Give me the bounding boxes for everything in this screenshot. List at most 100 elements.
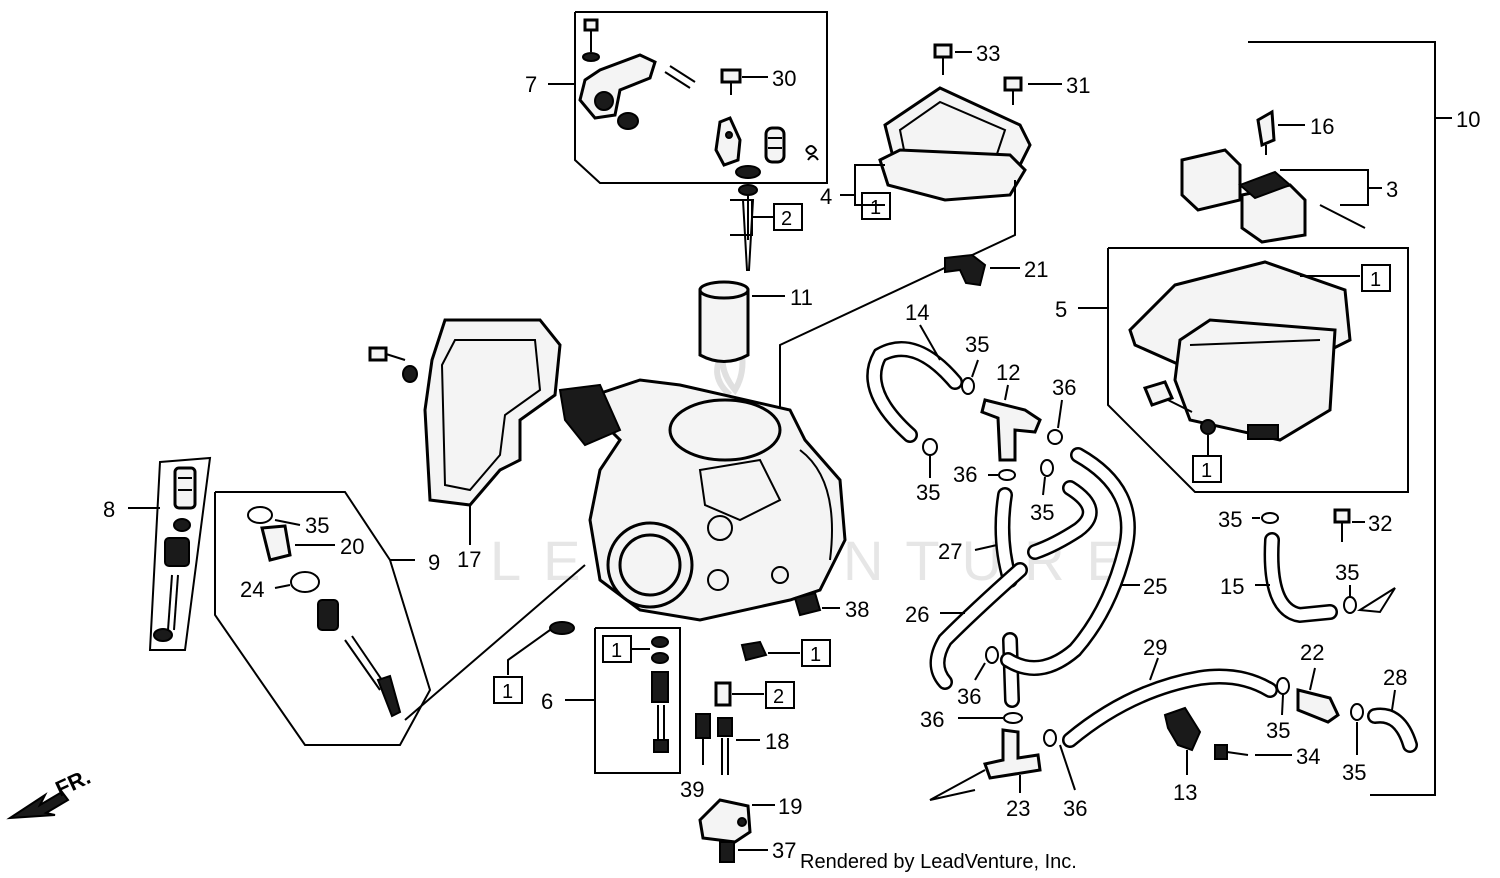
part-11	[698, 280, 750, 363]
pilot-screw-assembly	[247, 506, 402, 718]
callout-14: 14	[905, 300, 929, 325]
callout-11: 11	[790, 285, 813, 310]
front-direction-arrow-icon	[6, 790, 70, 820]
boxed-ref-1-plug	[801, 639, 831, 667]
callout-35-d: 35	[1030, 500, 1054, 525]
boxed-ref-1-left-label: 1	[502, 681, 513, 703]
part-group-9	[214, 491, 432, 746]
boxed-ref-1-bowl-bottom-label: 1	[1201, 460, 1212, 482]
boxed-ref-2-bottom-label: 2	[773, 686, 784, 708]
hose-28	[1367, 707, 1418, 753]
main-jet-stack	[651, 636, 669, 753]
callout-31: 31	[1066, 73, 1090, 98]
callout-3: 3	[1386, 177, 1398, 202]
carburetor-body	[558, 378, 847, 622]
callout-17: 17	[457, 547, 481, 572]
callout-29: 29	[1143, 635, 1167, 660]
part-group-5	[1107, 247, 1409, 493]
boxed-ref-1-cover	[861, 192, 891, 220]
part-19	[698, 798, 752, 863]
callout-13: 13	[1173, 780, 1197, 805]
float-bowl	[1128, 260, 1352, 442]
callout-5: 5	[1055, 297, 1067, 322]
callout-24: 24	[240, 577, 264, 602]
callout-15: 15	[1220, 574, 1244, 599]
callout-4: 4	[820, 184, 832, 209]
callout-34: 34	[1296, 744, 1320, 769]
callout-30: 30	[772, 66, 796, 91]
hose-15	[1263, 532, 1338, 624]
callout-21: 21	[1024, 257, 1048, 282]
callout-9: 9	[428, 550, 440, 575]
callout-36-d: 36	[920, 707, 944, 732]
callout-36-c: 36	[957, 684, 981, 709]
part-22	[1276, 677, 1340, 724]
part-16	[1256, 109, 1276, 155]
callout-8: 8	[103, 497, 115, 522]
callout-39: 39	[680, 777, 704, 802]
part-3-float	[1180, 148, 1366, 244]
callout-28: 28	[1383, 665, 1407, 690]
callout-19: 19	[778, 794, 802, 819]
part-17-cover	[368, 318, 562, 507]
callout-35-h: 35	[1335, 560, 1359, 585]
callout-35-a: 35	[305, 513, 329, 538]
boxed-ref-1-bowl-bottom	[1192, 455, 1222, 483]
jet-needle	[738, 184, 758, 271]
callout-37: 37	[772, 838, 796, 863]
part-23	[929, 728, 1042, 801]
boxed-ref-1-bowl-top	[1361, 264, 1391, 292]
boxed-ref-1-group6-label: 1	[611, 640, 622, 662]
callout-35-e: 35	[1266, 718, 1290, 743]
callout-25: 25	[1143, 574, 1167, 599]
callout-18: 18	[765, 729, 789, 754]
jet-small	[714, 681, 732, 707]
callout-20: 20	[340, 534, 364, 559]
footer-credit: Rendered by LeadVenture, Inc.	[800, 851, 1077, 873]
callout-33: 33	[976, 41, 1000, 66]
callout-16: 16	[1310, 114, 1334, 139]
callout-6: 6	[541, 689, 553, 714]
callout-32: 32	[1368, 511, 1392, 536]
callout-12: 12	[996, 360, 1020, 385]
callout-35-c: 35	[916, 480, 940, 505]
bracket-10	[1248, 41, 1436, 796]
boxed-ref-2-bottom	[765, 681, 795, 709]
part-12-tee	[980, 398, 1042, 462]
screw-34	[1214, 744, 1249, 760]
boxed-ref-2-top-label: 2	[781, 208, 792, 230]
callout-22: 22	[1300, 640, 1324, 665]
boxed-ref-2-top	[773, 203, 803, 231]
drain-screw	[793, 591, 822, 617]
hose-29	[1062, 668, 1278, 748]
o-ring	[549, 621, 575, 635]
callout-35-b: 35	[965, 332, 989, 357]
callout-10: 10	[1456, 107, 1480, 132]
part-group-8	[148, 456, 212, 651]
callout-35-f: 35	[1342, 760, 1366, 785]
hose-14	[866, 341, 963, 443]
boxed-ref-1-cover-label: 1	[870, 197, 881, 219]
hose-26	[929, 562, 1028, 690]
part-21	[944, 253, 987, 287]
boxed-ref-1-left	[493, 676, 523, 704]
part-4-cover	[878, 43, 1032, 202]
callout-27: 27	[938, 539, 962, 564]
callout-36-b: 36	[953, 462, 977, 487]
boxed-ref-1-plug-label: 1	[810, 644, 821, 666]
part-group-6	[594, 627, 681, 774]
callout-36-e: 36	[1063, 796, 1087, 821]
callout-36-a: 36	[1052, 375, 1076, 400]
callout-26: 26	[905, 602, 929, 627]
callout-7: 7	[525, 72, 537, 97]
part-13	[1163, 706, 1202, 752]
callout-23: 23	[1006, 796, 1030, 821]
screw-32	[1333, 508, 1351, 542]
part-group-7	[548, 11, 828, 184]
callout-38: 38	[845, 597, 869, 622]
jets-18-39	[695, 713, 733, 775]
callout-35-g: 35	[1218, 507, 1242, 532]
plug	[740, 640, 768, 662]
